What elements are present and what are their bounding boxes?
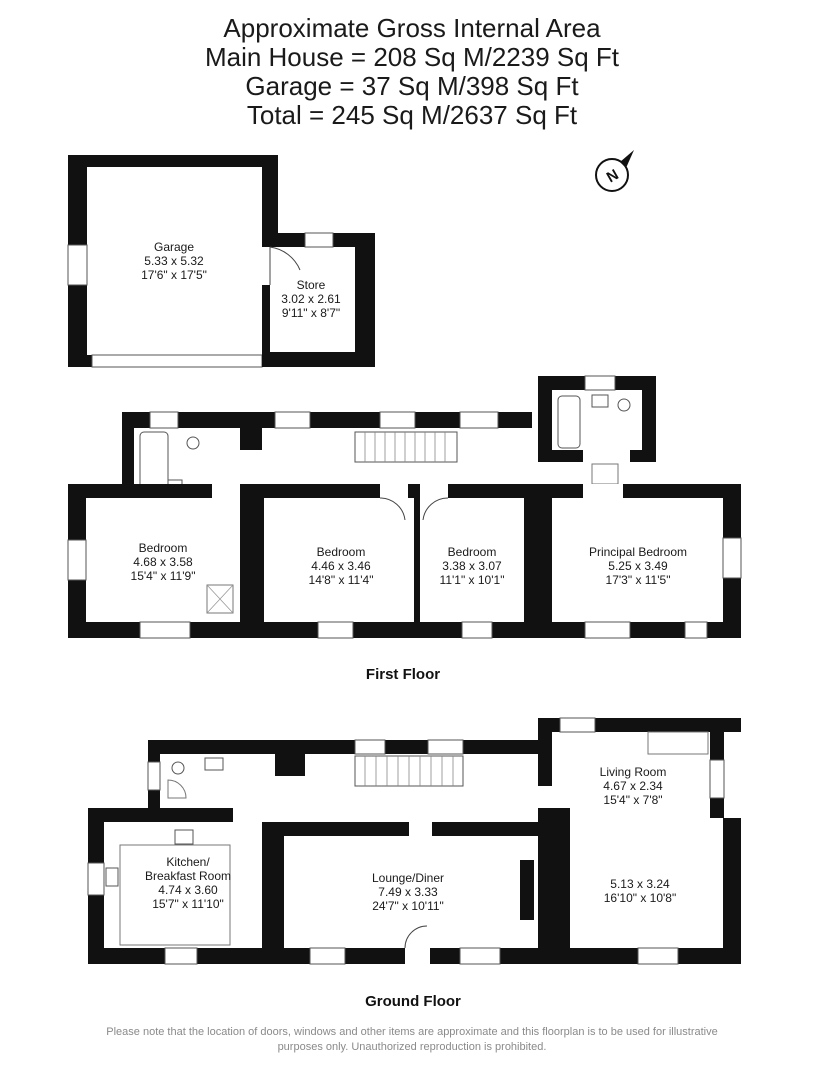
room-bedroom-1: Bedroom 4.68 x 3.58 15'4" x 11'9" bbox=[131, 541, 196, 583]
room-size-metric: 4.67 x 2.34 bbox=[603, 779, 663, 793]
room-garage: Garage 5.33 x 5.32 17'6" x 17'5" bbox=[141, 240, 207, 282]
room-name: Bedroom bbox=[139, 541, 188, 555]
room-name: Living Room bbox=[600, 765, 667, 779]
room-name: Principal Bedroom bbox=[589, 545, 687, 559]
room-size-imperial: 16'10" x 10'8" bbox=[604, 891, 677, 905]
room-size-imperial: 15'4" x 7'8" bbox=[603, 793, 662, 807]
room-size-metric: 5.33 x 5.32 bbox=[144, 254, 204, 268]
room-name: Garage bbox=[154, 240, 194, 254]
room-size-metric: 5.25 x 3.49 bbox=[608, 559, 668, 573]
total-area: Total = 245 Sq M/2637 Sq Ft bbox=[246, 100, 578, 130]
room-bedroom-2: Bedroom 4.46 x 3.46 14'8" x 11'4" bbox=[309, 545, 374, 587]
ground-floor-label: Ground Floor bbox=[365, 993, 461, 1010]
room-size-imperial: 15'7" x 11'10" bbox=[152, 897, 224, 911]
room-size-imperial: 14'8" x 11'4" bbox=[309, 573, 374, 587]
room-name: Bedroom bbox=[448, 545, 497, 559]
area-summary: Approximate Gross Internal Area Main Hou… bbox=[0, 14, 824, 130]
north-arrow-icon: N bbox=[595, 150, 634, 192]
room-size-imperial: 15'4" x 11'9" bbox=[131, 569, 196, 583]
disclaimer-line-1: Please note that the location of doors, … bbox=[106, 1026, 718, 1038]
disclaimer-line-2: purposes only. Unauthorized reproduction… bbox=[277, 1041, 547, 1053]
room-size-imperial: 17'3" x 11'5" bbox=[606, 573, 671, 587]
room-size-imperial: 11'1" x 10'1" bbox=[440, 573, 505, 587]
room-size-imperial: 17'6" x 17'5" bbox=[141, 268, 207, 282]
room-size-imperial: 24'7" x 10'11" bbox=[372, 899, 444, 913]
room-size-metric: 4.46 x 3.46 bbox=[311, 559, 371, 573]
north-letter: N bbox=[604, 166, 622, 186]
room-size-metric: 4.74 x 3.60 bbox=[158, 883, 218, 897]
room-size-metric: 4.68 x 3.58 bbox=[133, 555, 193, 569]
room-living-extension: 5.13 x 3.24 16'10" x 10'8" bbox=[604, 877, 677, 905]
room-living-room: Living Room 4.67 x 2.34 15'4" x 7'8" bbox=[600, 765, 667, 807]
room-name: Store bbox=[297, 278, 326, 292]
area-title: Approximate Gross Internal Area bbox=[223, 13, 601, 43]
main-house-area: Main House = 208 Sq M/2239 Sq Ft bbox=[204, 42, 620, 72]
garage-building bbox=[67, 155, 375, 368]
garage-area: Garage = 37 Sq M/398 Sq Ft bbox=[245, 71, 579, 101]
room-kitchen-breakfast: Kitchen/ Breakfast Room 4.74 x 3.60 15'7… bbox=[145, 855, 231, 911]
room-name-cont: Breakfast Room bbox=[145, 869, 231, 883]
room-bedroom-3: Bedroom 3.38 x 3.07 11'1" x 10'1" bbox=[440, 545, 505, 587]
ground-floor-plan bbox=[87, 717, 741, 965]
room-size-imperial: 9'11" x 8'7" bbox=[282, 306, 340, 320]
room-size-metric: 5.13 x 3.24 bbox=[610, 877, 670, 891]
room-principal-bedroom: Principal Bedroom 5.25 x 3.49 17'3" x 11… bbox=[589, 545, 687, 587]
first-floor-plan bbox=[67, 375, 742, 639]
room-name: Bedroom bbox=[317, 545, 366, 559]
disclaimer: Please note that the location of doors, … bbox=[60, 1025, 764, 1055]
room-name: Kitchen/ bbox=[166, 855, 210, 869]
room-size-metric: 3.38 x 3.07 bbox=[442, 559, 502, 573]
room-size-metric: 7.49 x 3.33 bbox=[378, 885, 438, 899]
room-lounge-diner: Lounge/Diner 7.49 x 3.33 24'7" x 10'11" bbox=[372, 871, 444, 913]
room-store: Store 3.02 x 2.61 9'11" x 8'7" bbox=[281, 278, 341, 320]
first-floor-label: First Floor bbox=[366, 666, 440, 683]
room-size-metric: 3.02 x 2.61 bbox=[281, 292, 341, 306]
room-name: Lounge/Diner bbox=[372, 871, 444, 885]
